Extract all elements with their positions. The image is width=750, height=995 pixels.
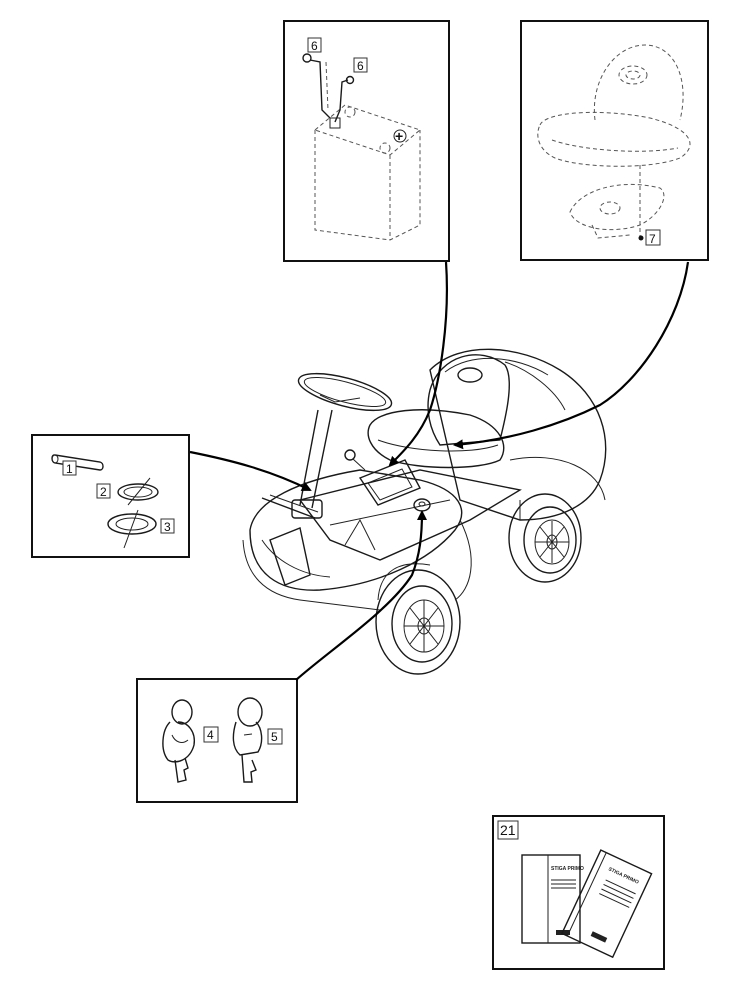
- steering-wheel: [291, 372, 393, 519]
- key-1: [162, 699, 195, 783]
- front-wheel: [375, 563, 461, 675]
- seat-detail-panel: 7: [520, 20, 709, 261]
- callout-4-key: 4: [207, 728, 214, 742]
- ride-on-mower: [242, 348, 607, 675]
- callout-6-screw: 6: [311, 39, 318, 53]
- callout-2-washer: 2: [100, 485, 107, 499]
- callout-6-nut: 6: [357, 59, 364, 73]
- pin-washer-detail-panel: 1 2 3: [31, 434, 190, 558]
- seat-exploded: [537, 44, 691, 241]
- svg-text:+: +: [395, 128, 403, 144]
- rear-wheel: [508, 493, 582, 583]
- manuals-detail-panel: 21 STIGA PRIMO STIGA PRIMO: [492, 815, 665, 970]
- callout-1-pin: 1: [66, 462, 73, 476]
- callout-21-manuals: 21: [500, 822, 516, 838]
- key-2: [232, 697, 263, 783]
- battery: +: [313, 104, 422, 241]
- keys-detail-panel: 4 5: [136, 678, 298, 803]
- callout-7-seat-bolt: 7: [649, 232, 656, 246]
- mower-seat: [367, 354, 510, 469]
- washer-large: [107, 509, 157, 549]
- leader-lines: [189, 261, 690, 681]
- battery-cables: [302, 53, 355, 129]
- callout-3-washer: 3: [164, 520, 171, 534]
- callout-5-key: 5: [271, 730, 278, 744]
- booklet-1-title: STIGA PRIMO: [551, 866, 584, 872]
- washer-small: [117, 477, 159, 506]
- battery-detail-panel: + 6 6: [283, 20, 450, 262]
